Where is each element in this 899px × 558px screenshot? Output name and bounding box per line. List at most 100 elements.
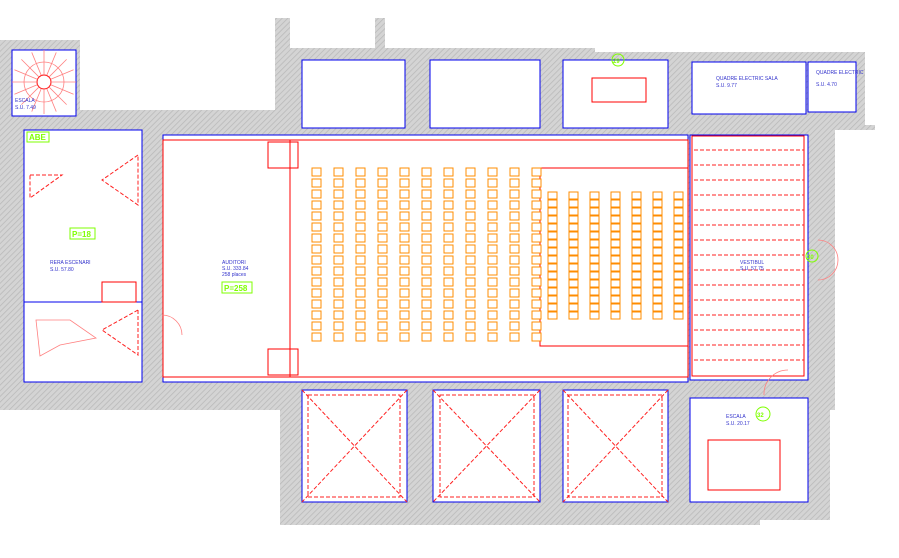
seat	[568, 191, 579, 200]
seat	[547, 231, 558, 240]
seat	[652, 311, 663, 320]
seat	[311, 178, 322, 188]
rera-capacity: P=18	[72, 230, 91, 239]
seat	[631, 231, 642, 240]
seat	[399, 178, 410, 188]
seat	[399, 233, 410, 243]
seat	[377, 233, 388, 243]
seat	[333, 189, 344, 199]
room-quadre	[807, 61, 857, 113]
seat	[355, 321, 366, 331]
room-escala-bottom	[689, 397, 809, 503]
seat	[333, 200, 344, 210]
room-bottom-3	[562, 389, 669, 503]
seat	[355, 288, 366, 298]
seat	[443, 310, 454, 320]
seat	[652, 295, 663, 304]
seat	[311, 266, 322, 276]
abe-tag: ABE	[29, 133, 47, 142]
seat	[673, 223, 684, 232]
seat	[610, 263, 621, 272]
seating	[311, 167, 684, 342]
seat	[589, 207, 600, 216]
seat	[531, 189, 542, 199]
seat	[589, 191, 600, 200]
seat	[443, 200, 454, 210]
seat	[631, 311, 642, 320]
room-bottom-2	[432, 389, 541, 503]
exit-marker-bottom: 32	[757, 413, 764, 419]
seat	[652, 199, 663, 208]
seat	[509, 321, 520, 331]
seat	[631, 295, 642, 304]
seat	[509, 299, 520, 309]
seat	[421, 266, 432, 276]
seat	[487, 189, 498, 199]
seat	[547, 311, 558, 320]
seat	[673, 287, 684, 296]
seat	[311, 189, 322, 199]
seat	[443, 255, 454, 265]
seat	[399, 288, 410, 298]
seat	[589, 239, 600, 248]
seat	[673, 247, 684, 256]
seat	[673, 255, 684, 264]
seat	[399, 321, 410, 331]
seat	[487, 233, 498, 243]
seat	[547, 279, 558, 288]
seat	[589, 231, 600, 240]
seat	[399, 200, 410, 210]
seat	[509, 277, 520, 287]
seat	[610, 199, 621, 208]
exit-markers: 29 30 32 ABE P=18 P=258	[26, 53, 819, 422]
seat	[443, 233, 454, 243]
seat	[311, 321, 322, 331]
seat	[333, 321, 344, 331]
seat	[399, 211, 410, 221]
seat	[443, 321, 454, 331]
seat	[399, 255, 410, 265]
seat	[673, 207, 684, 216]
seat	[333, 244, 344, 254]
seat	[652, 223, 663, 232]
seat	[311, 310, 322, 320]
seat	[377, 189, 388, 199]
seat	[652, 231, 663, 240]
seat	[487, 255, 498, 265]
seat	[311, 244, 322, 254]
seat	[399, 299, 410, 309]
seat	[631, 279, 642, 288]
seat	[487, 310, 498, 320]
seat	[547, 287, 558, 296]
seat	[531, 255, 542, 265]
seat	[673, 191, 684, 200]
seat	[568, 215, 579, 224]
seat	[377, 178, 388, 188]
seat	[465, 266, 476, 276]
seat	[487, 299, 498, 309]
seat	[465, 178, 476, 188]
seat	[355, 332, 366, 342]
seat	[631, 207, 642, 216]
seat	[547, 263, 558, 272]
seat	[355, 200, 366, 210]
seat	[465, 189, 476, 199]
seat	[421, 244, 432, 254]
seat	[652, 207, 663, 216]
seat	[465, 233, 476, 243]
seat	[547, 271, 558, 280]
seat	[631, 191, 642, 200]
seat	[568, 287, 579, 296]
seat	[509, 233, 520, 243]
seat	[399, 266, 410, 276]
seat	[421, 233, 432, 243]
seat	[377, 299, 388, 309]
seat	[311, 277, 322, 287]
seat	[443, 211, 454, 221]
seat	[589, 287, 600, 296]
seat	[531, 266, 542, 276]
quadre-name: QUADRE ELECTRIC	[816, 70, 864, 76]
seat	[673, 303, 684, 312]
seat	[547, 223, 558, 232]
seat	[631, 239, 642, 248]
